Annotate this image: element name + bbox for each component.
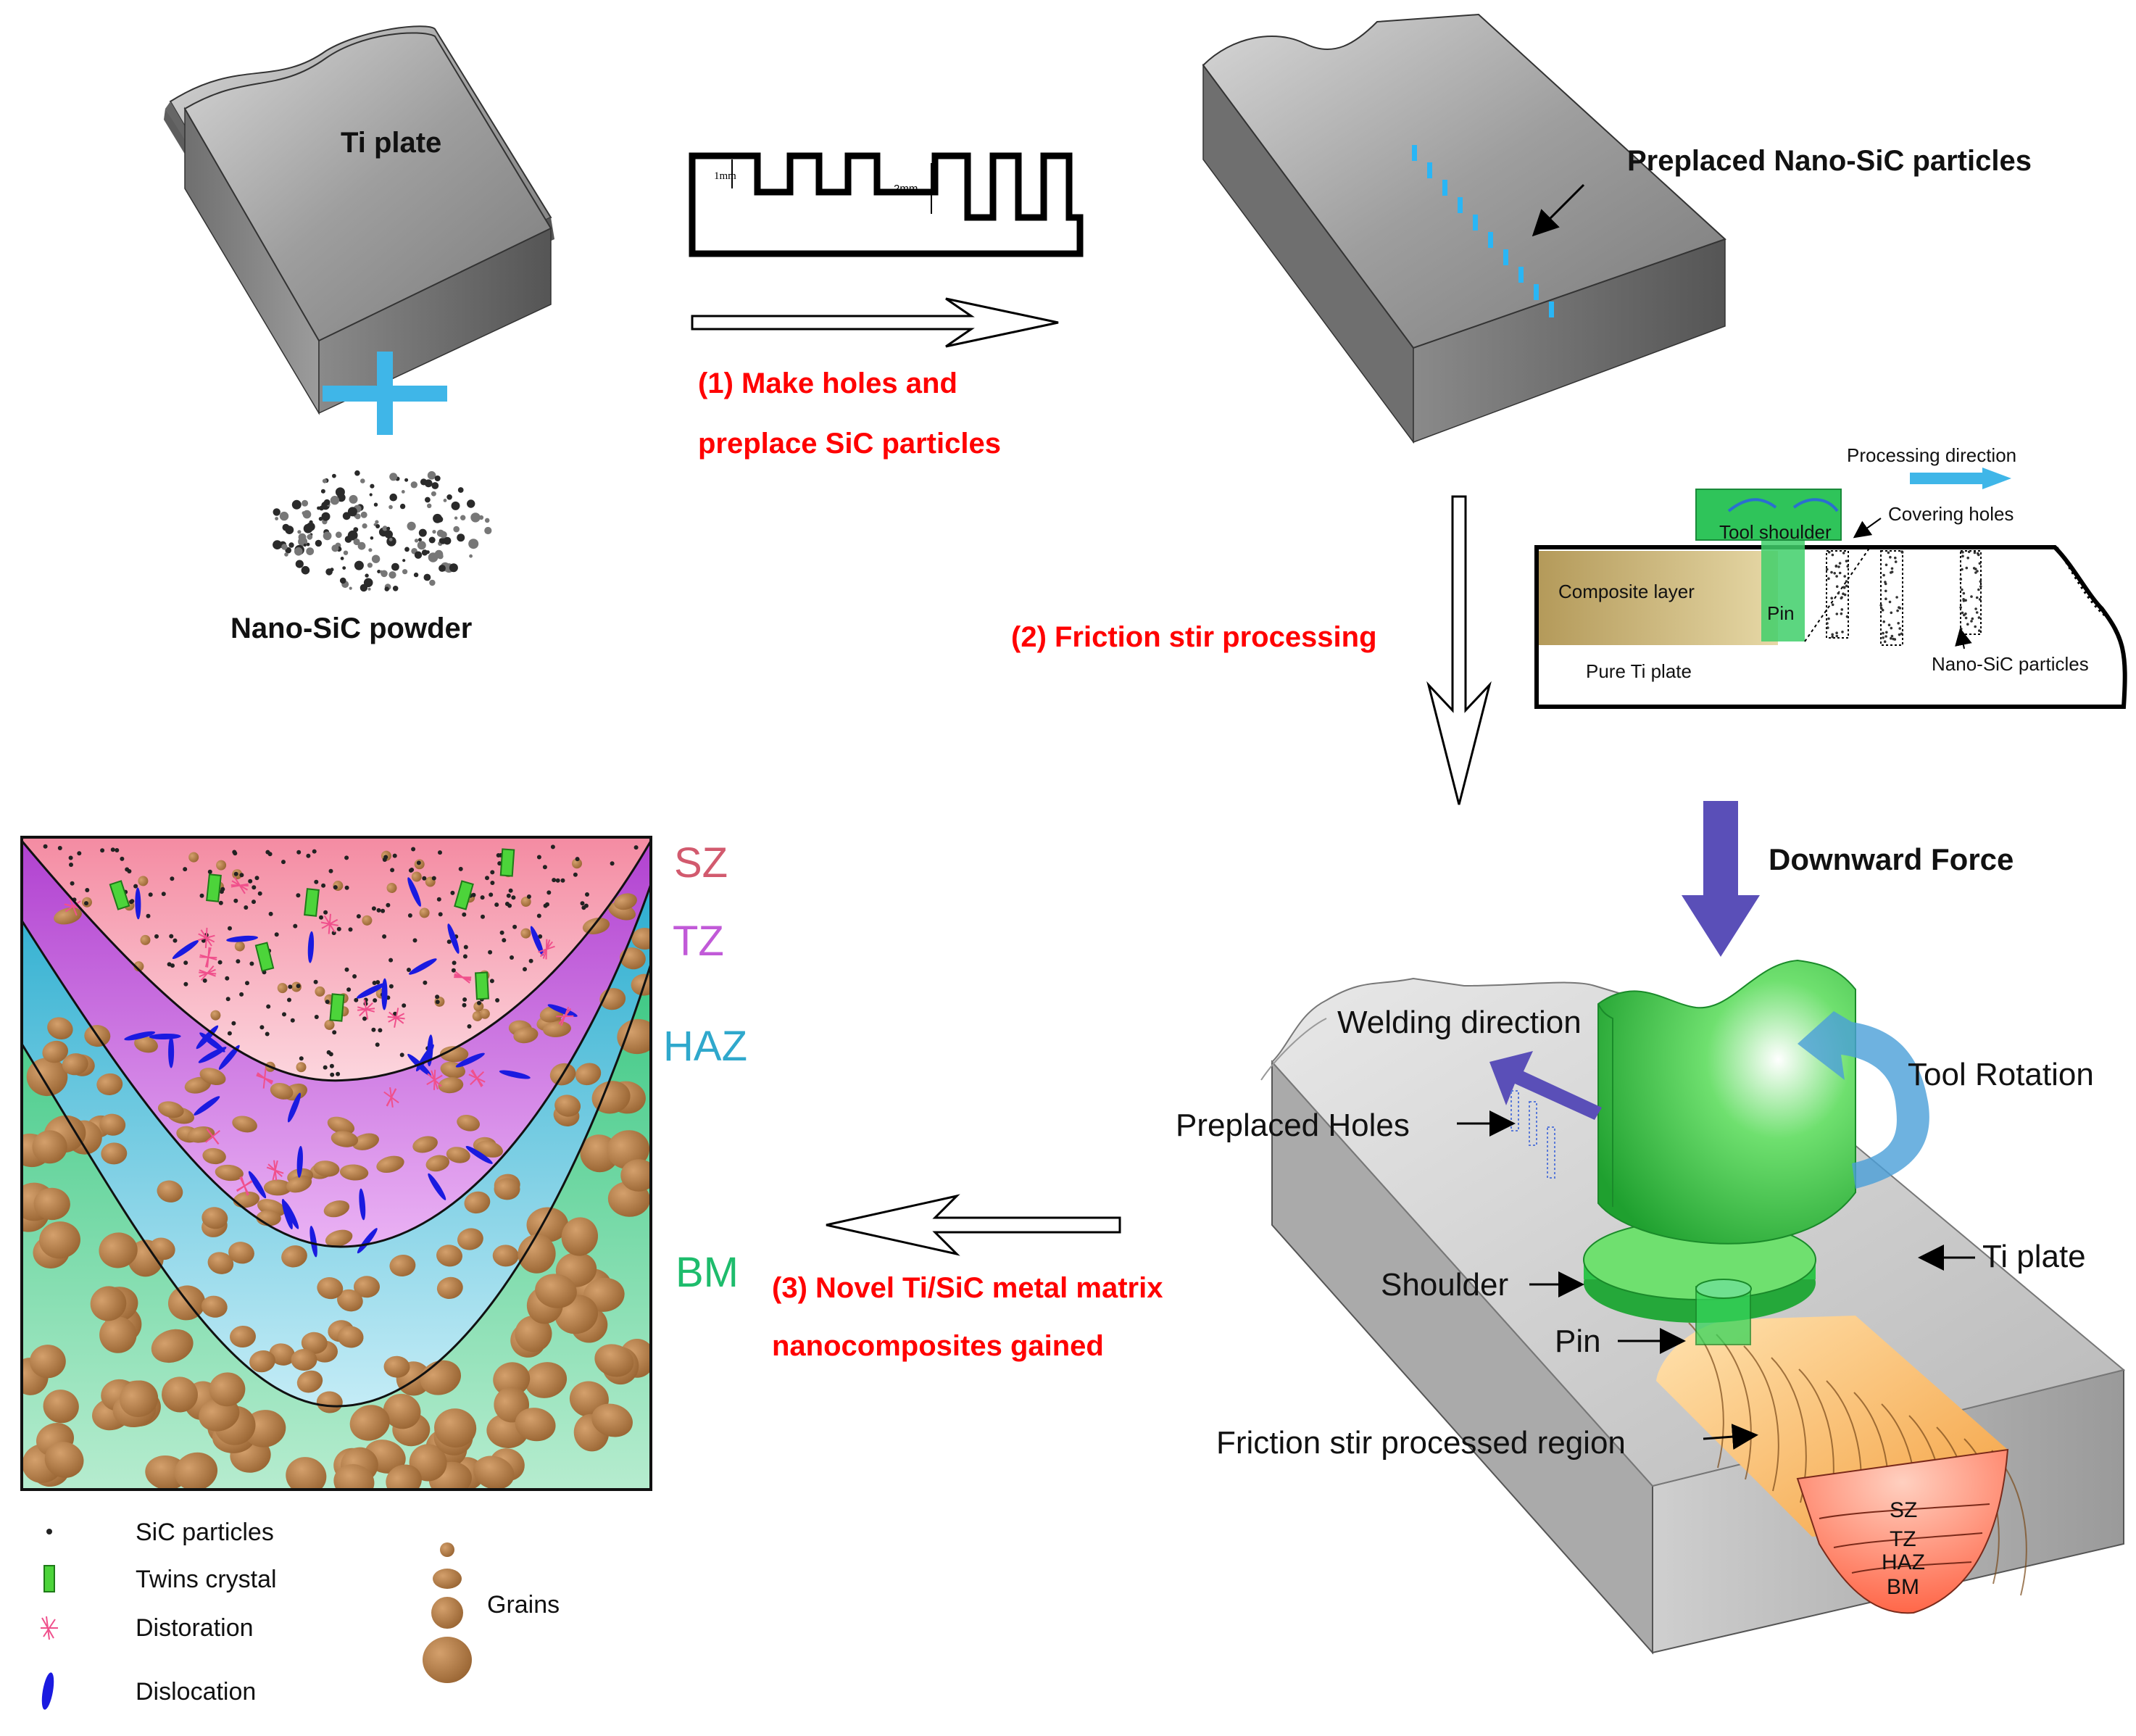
preplaced-particles-label: Preplaced Nano-SiC particles [1627,145,2032,177]
cut-zone-haz: HAZ [1882,1550,1925,1574]
tool-rotation-label: Tool Rotation [1908,1057,2094,1092]
step3-arrow [826,1196,1120,1254]
zone-haz-label: HAZ [663,1023,747,1070]
step3-label-line1: (3) Novel Ti/SiC metal matrix [772,1272,1163,1304]
twins-crystal-icon [44,1566,54,1592]
nano-sic-particles-inset-label: Nano-SiC particles [1932,653,2089,675]
welding-direction-label: Welding direction [1337,1005,1582,1040]
cut-zone-tz: TZ [1890,1527,1916,1551]
cut-zone-bm: BM [1887,1575,1919,1599]
microstructure-panel [7,837,660,1503]
fsp-region-label: Friction stir processed region [1216,1425,1626,1461]
zone-sz-label: SZ [674,839,728,886]
grain-icon-medium [433,1569,462,1589]
shoulder-label: Shoulder [1381,1267,1508,1303]
processing-direction-label: Processing direction [1847,444,2016,466]
hole-1mm-label: 1mm [714,170,736,182]
distortion-icon [41,1616,58,1640]
step3-label-line2: nanocomposites gained [772,1330,1104,1362]
zone-tz-label: TZ [673,918,724,965]
pure-ti-plate-label: Pure Ti plate [1586,660,1692,682]
step1-label-line1: (1) Make holes and [698,367,957,399]
downward-force-label: Downward Force [1769,842,2014,876]
hole-2mm-label: 2mm [894,183,918,195]
composite-layer-label: Composite layer [1558,581,1695,602]
downward-force-arrow [1682,801,1760,957]
grain-icon-large [431,1597,463,1629]
ti-plate-preplaced [1203,14,1725,442]
grain-icon-xlarge [423,1637,472,1683]
nano-sic-powder-cloud [273,470,491,591]
covering-holes-label: Covering holes [1888,503,2014,525]
pin-label: Pin [1555,1324,1601,1359]
nano-sic-powder-label: Nano-SiC powder [230,612,472,644]
step1-arrow [692,299,1058,346]
ti-plate-small [164,26,554,413]
legend-grains: Grains [487,1591,560,1619]
step2-label: (2) Friction stir processing [1011,621,1377,653]
cut-zone-sz: SZ [1890,1498,1917,1522]
legend-twins-crystal: Twins crystal [136,1566,277,1593]
preplaced-holes-label: Preplaced Holes [1176,1108,1410,1143]
inset-pin [1761,540,1805,641]
ti-plate-label: Ti plate [341,127,441,159]
step2-arrow [1429,497,1489,805]
grain-icon-small [440,1542,454,1557]
sic-particle-icon [46,1529,52,1534]
tool-shoulder-inset-label: Tool shoulder [1719,521,1832,543]
legend-distortion: Distoration [136,1614,254,1642]
pin-inset-label: Pin [1767,602,1795,624]
dislocation-icon [40,1671,57,1711]
zone-bm-label: BM [676,1249,739,1296]
legend-dislocation: Dislocation [136,1678,256,1706]
legend-sic-particles: SiC particles [136,1519,274,1546]
step1-label-line2: preplace SiC particles [698,428,1001,460]
hole-profile [692,156,1080,254]
fsp-3d-setup [1261,801,2124,1653]
ti-plate-right-label: Ti plate [1982,1239,2086,1274]
